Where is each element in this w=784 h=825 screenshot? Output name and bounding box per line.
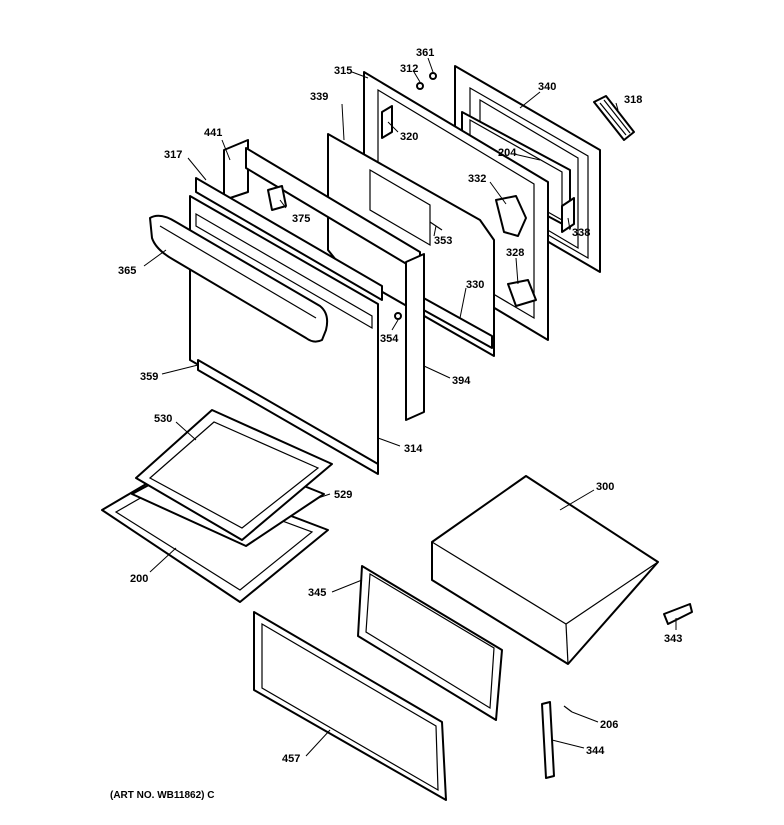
part-343-drawer-glide bbox=[663, 603, 693, 625]
part-361-screw bbox=[429, 72, 437, 80]
callout-530: 530 bbox=[154, 413, 172, 425]
callout-330: 330 bbox=[466, 279, 484, 291]
callout-332: 332 bbox=[468, 173, 486, 185]
callout-441: 441 bbox=[204, 127, 222, 139]
part-312-screw bbox=[416, 82, 424, 90]
callout-317: 317 bbox=[164, 149, 182, 161]
callout-312: 312 bbox=[400, 63, 418, 75]
callout-529: 529 bbox=[334, 489, 352, 501]
callout-200: 200 bbox=[130, 573, 148, 585]
part-318-gasket bbox=[593, 95, 635, 141]
part-359-door-bottom-trim bbox=[197, 359, 379, 475]
part-328-bracket bbox=[507, 279, 537, 307]
callout-338: 338 bbox=[572, 227, 590, 239]
leader-lines bbox=[143, 57, 677, 757]
part-206-screw bbox=[563, 705, 573, 713]
callout-343: 343 bbox=[664, 633, 682, 645]
callout-344: 344 bbox=[586, 745, 605, 757]
callout-320: 320 bbox=[400, 131, 418, 143]
part-344-drawer-rail bbox=[541, 701, 555, 779]
callout-340: 340 bbox=[538, 81, 556, 93]
callout-345: 345 bbox=[308, 587, 326, 599]
callout-354: 354 bbox=[380, 333, 399, 345]
part-345-drawer-front-trim bbox=[357, 565, 503, 721]
callout-353: 353 bbox=[434, 235, 452, 247]
callout-318: 318 bbox=[624, 94, 642, 106]
part-365-door-handle bbox=[149, 214, 329, 343]
art-number: (ART NO. WB11862) C bbox=[110, 790, 214, 801]
callout-204: 204 bbox=[498, 147, 517, 159]
callout-315: 315 bbox=[334, 65, 352, 77]
part-441-hinge-bracket bbox=[223, 139, 249, 201]
callout-359: 359 bbox=[140, 371, 158, 383]
part-300-storage-drawer bbox=[431, 475, 659, 665]
callout-300: 300 bbox=[596, 481, 614, 493]
part-339-door-liner bbox=[327, 133, 495, 357]
callout-361: 361 bbox=[416, 47, 434, 59]
part-394-side-trim bbox=[405, 253, 425, 421]
callout-206: 206 bbox=[600, 719, 618, 731]
part-338-hinge-receiver bbox=[561, 197, 575, 233]
callout-365: 365 bbox=[118, 265, 136, 277]
callout-314: 314 bbox=[404, 443, 423, 455]
callout-375: 375 bbox=[292, 213, 310, 225]
part-530-broiler-grid bbox=[135, 409, 333, 541]
callout-394: 394 bbox=[452, 375, 471, 387]
callout-457: 457 bbox=[282, 753, 300, 765]
part-375-clip bbox=[267, 185, 287, 211]
part-320-hinge bbox=[381, 105, 393, 139]
callout-328: 328 bbox=[506, 247, 524, 259]
callout-339: 339 bbox=[310, 91, 328, 103]
part-457-drawer-panel bbox=[253, 611, 447, 801]
part-332-bracket bbox=[495, 195, 527, 237]
part-354-screw bbox=[394, 312, 402, 320]
